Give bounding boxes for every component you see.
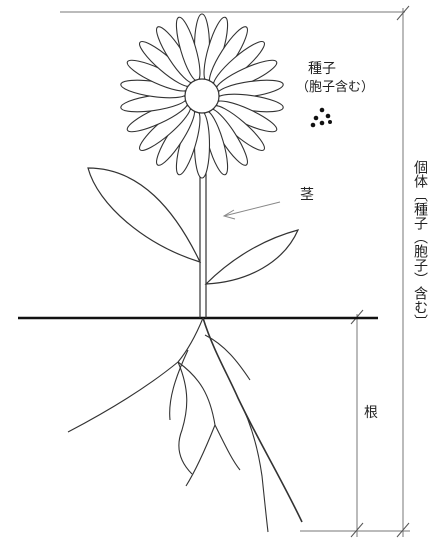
seed-label: 種子 <box>308 61 336 77</box>
roots <box>67 317 303 533</box>
root-tick-bottom <box>350 522 364 538</box>
left-leaf <box>87 167 202 263</box>
seed-note-label: （胞子含む） <box>296 80 375 95</box>
seed-dots <box>310 107 332 128</box>
individual-tick-top <box>396 5 410 21</box>
stem-arrow <box>222 201 281 220</box>
individual-label: 個体〔種子（胞子）含む〕 <box>412 160 428 328</box>
flower-center <box>184 78 220 114</box>
flower-petals <box>120 13 284 179</box>
individual-tick-bottom <box>396 522 410 538</box>
stem-label: 茎 <box>300 187 314 203</box>
right-leaf <box>204 229 300 285</box>
root-label: 根 <box>364 405 378 421</box>
